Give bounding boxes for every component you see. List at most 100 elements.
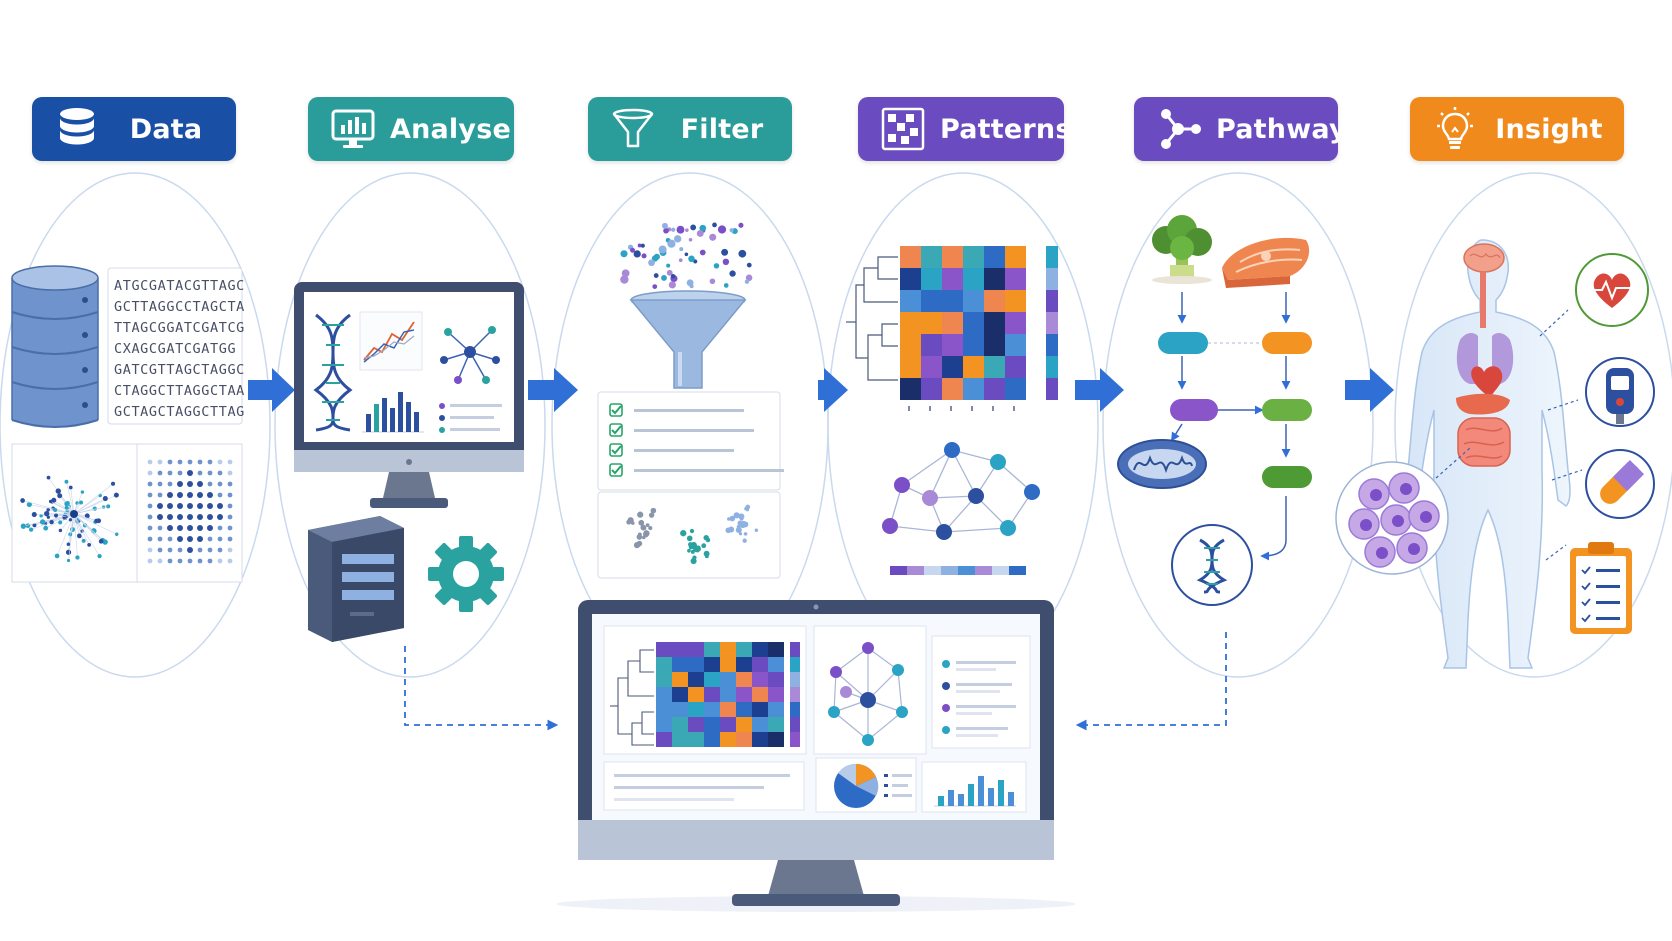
scatter-ray (66, 481, 75, 515)
cluster-point (637, 511, 644, 518)
scatter-point (54, 553, 60, 559)
color-bar-segment (890, 566, 907, 575)
dashboard-heatmap-cell (688, 702, 704, 717)
heatmap-cell (921, 378, 942, 400)
dendrogram-branch (881, 323, 898, 347)
particle (663, 227, 669, 234)
dna-circle-icon (1171, 524, 1253, 606)
cell-nucleus (1392, 515, 1404, 527)
scatter-ray (73, 513, 102, 542)
heatmap-side-cell (1046, 268, 1058, 290)
grid-dot (217, 536, 223, 542)
grid-dot (147, 558, 153, 564)
grid-dot (147, 492, 153, 498)
network-node (990, 454, 1006, 470)
clipboard-line (1596, 617, 1620, 620)
grid-dot (167, 459, 173, 465)
pathway-node-teal (1158, 332, 1208, 354)
cluster-point (645, 523, 650, 528)
funnel-icon (612, 108, 654, 148)
grid-dot (157, 536, 163, 542)
scatter-ray (22, 500, 75, 515)
scatter-point (84, 513, 90, 519)
dashboard-bar (1008, 792, 1014, 806)
scatter-point (31, 511, 37, 518)
grid-dot (227, 536, 233, 542)
particle (661, 275, 667, 281)
dashboard-heatmap-cell (768, 687, 784, 702)
arrow-patterns-to-pathway (1075, 368, 1124, 412)
grid-dot (197, 547, 203, 553)
grid-dot (227, 481, 233, 487)
scatter-point (32, 523, 37, 528)
cluster-point (701, 543, 707, 549)
dashboard-heatmap-cell (672, 732, 688, 747)
cell-cluster-icon (1335, 461, 1449, 575)
heatmap-cell (942, 378, 963, 400)
heatmap-cell (963, 268, 984, 290)
dashboard-heatmap-cell (736, 732, 752, 747)
grid-dot (167, 525, 173, 531)
cluster-point (643, 531, 649, 538)
cluster-point (729, 515, 736, 522)
dashboard-heatmap-cell (736, 702, 752, 717)
grid-dot (197, 492, 203, 498)
scatter-point (98, 539, 104, 544)
cell-nucleus (1360, 519, 1372, 531)
dashboard-network-node (896, 706, 908, 718)
glucose-meter-icon (1585, 357, 1655, 427)
cluster-point (686, 535, 693, 542)
dashboard-heatmap-cell (704, 687, 720, 702)
heatmap-cell (900, 268, 921, 290)
arrow-analyse-to-filter (528, 368, 578, 412)
particle (722, 258, 730, 266)
scatter-point (44, 510, 50, 517)
dashboard-monitor (556, 600, 1076, 912)
grid-dot (147, 525, 153, 531)
analyse-stage (294, 282, 524, 642)
heatmap-cell (900, 246, 921, 268)
scatter-point (115, 532, 119, 536)
grid-dot (177, 492, 183, 498)
grid-dot (147, 459, 153, 465)
color-bar-segment (941, 566, 958, 575)
clipboard-check-icon (1581, 582, 1591, 591)
grid-dot (197, 558, 203, 564)
dashboard-heatmap-cell (704, 672, 720, 687)
scatter-point (64, 501, 70, 507)
dashboard-connectors (404, 632, 1227, 731)
grid-dot (217, 481, 223, 487)
step-label-insight: Insight (1495, 113, 1603, 145)
grid-dot (157, 481, 163, 487)
cluster-point (648, 525, 653, 531)
salmon-icon (1222, 237, 1310, 288)
dendrogram-branch (855, 284, 864, 359)
heatmap-tick (908, 406, 910, 411)
pill-icon (1585, 449, 1655, 519)
heatmap-cell (984, 312, 1005, 334)
insight-stage (1335, 239, 1655, 669)
grid-dot (197, 514, 203, 520)
particle (709, 278, 716, 285)
grid-dot (227, 470, 233, 476)
dashboard-heatmap-cell (656, 732, 672, 747)
grid-pattern-icon (881, 107, 925, 151)
particle (674, 235, 682, 243)
grid-dot (177, 558, 183, 564)
heatmap-cell (1005, 356, 1026, 378)
dashboard-heatmap-cell (656, 642, 672, 657)
sequence-line: TTAGCGGATCGATCG (114, 320, 245, 336)
grid-dot (187, 492, 193, 498)
step-label-analyse: Analyse (390, 113, 511, 145)
dashboard-heatmap-cell (768, 657, 784, 672)
checklist-line (634, 449, 734, 452)
particle (738, 222, 744, 228)
pathway-node-purple (1170, 399, 1218, 421)
cluster-point (687, 548, 691, 553)
sequence-line: CTAGGCTTAGGCTAA (114, 383, 245, 399)
heatmap-cell (984, 356, 1005, 378)
grid-dot (217, 492, 223, 498)
grid-dot (167, 503, 173, 509)
grid-dot (217, 514, 223, 520)
cluster-point (693, 546, 699, 553)
